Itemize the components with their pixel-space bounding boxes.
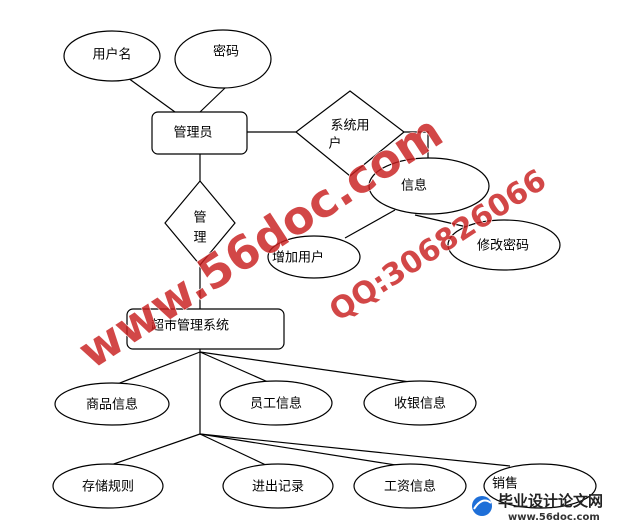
relationship-system-user-label-line1: 系统用 [330,119,369,134]
attribute-add-user-label: 增加用户 [272,250,324,266]
attribute-info: 信息 [368,157,490,215]
connector-lines [107,77,511,467]
relationship-manage-label-line2: 理 [193,231,206,246]
attribute-change-password-label: 修改密码 [477,238,529,254]
attribute-cashier-info: 收银信息 [363,380,477,426]
attribute-sales-label: 销售 [492,476,518,492]
entity-admin-label: 管理员 [173,126,212,141]
brand-logo-swoosh-icon [473,499,492,510]
attribute-employee-info: 员工信息 [219,380,333,426]
watermark-brand-url: www.56doc.com [508,512,600,523]
edge-username-admin [127,77,176,113]
attribute-storage-rules: 存储规则 [52,463,164,509]
relationship-system-user: 系统用 户 [295,90,405,177]
attribute-password: 密码 [174,29,272,89]
edge-password-admin [199,87,226,113]
watermark-brand-name: 毕业设计论文网 [498,492,603,510]
attribute-username-label: 用户名 [92,47,131,63]
edge-system-product [111,351,201,387]
attribute-storage-rules-label: 存储规则 [82,480,134,495]
entity-supermarket-system: 超市管理系统 [126,308,285,350]
attribute-info-label: 信息 [401,178,427,194]
edge-trunk-sales [199,433,511,467]
attribute-salary-info-label: 工资信息 [384,479,436,495]
entity-admin: 管理员 [151,111,248,155]
edge-system-cashier [199,351,411,383]
attribute-username: 用户名 [63,30,161,82]
attribute-salary-info: 工资信息 [353,463,467,509]
attribute-in-out-records: 进出记录 [222,463,334,509]
relationship-manage-label-line1: 管 [193,211,206,226]
attribute-sales: 销售 [483,463,597,509]
attribute-product-info-label: 商品信息 [86,397,138,413]
relationship-manage: 管 理 [164,180,236,266]
edge-systemuser-info [404,131,429,160]
attribute-password-label: 密码 [213,44,239,60]
attribute-employee-info-label: 员工信息 [250,396,302,412]
attribute-change-password: 修改密码 [447,219,561,271]
edge-system-employee [199,351,269,383]
edge-info-adduser [344,209,396,239]
edge-trunk-inout [199,433,269,467]
entity-supermarket-system-label: 超市管理系统 [151,318,229,334]
relationship-system-user-label-line2: 户 [328,136,341,152]
attribute-in-out-records-label: 进出记录 [252,480,304,495]
attribute-product-info: 商品信息 [54,382,170,426]
watermark-brand-badge: 毕业设计论文网 www.56doc.com [472,492,603,523]
attribute-add-user: 增加用户 [267,235,361,279]
edge-trunk-salary [199,433,403,467]
edge-trunk-storage [107,433,201,467]
attribute-cashier-info-label: 收银信息 [394,396,446,412]
